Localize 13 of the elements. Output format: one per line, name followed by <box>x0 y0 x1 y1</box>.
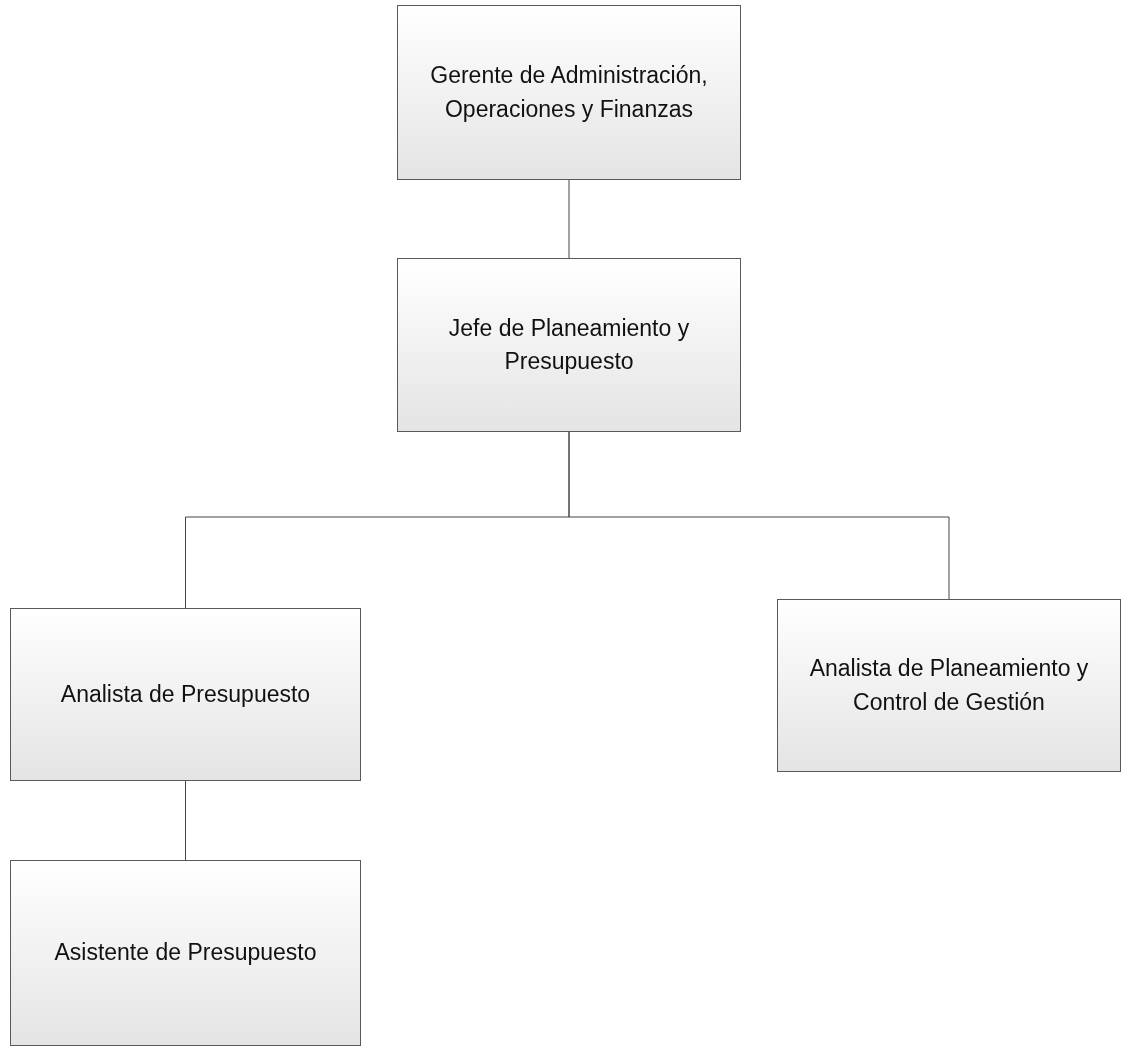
position-box <box>10 608 361 781</box>
position-title: Asistente de Presupuesto <box>54 938 317 968</box>
position-title: Jefe de Planeamiento y Presupuesto <box>447 313 691 376</box>
position-title: Analista de Presupuesto <box>60 679 311 709</box>
connector-line <box>185 780 186 861</box>
position-box <box>397 258 741 432</box>
position-box <box>777 599 1121 772</box>
connector-line <box>568 431 950 600</box>
position-title: Analista de Planeamiento y Control de Gestión <box>808 654 1090 717</box>
position-title: Gerente de Administración, Operaciones y Finanzas <box>429 61 709 124</box>
position-box <box>397 5 741 180</box>
connector-line <box>568 179 570 259</box>
position-box <box>10 860 361 1046</box>
